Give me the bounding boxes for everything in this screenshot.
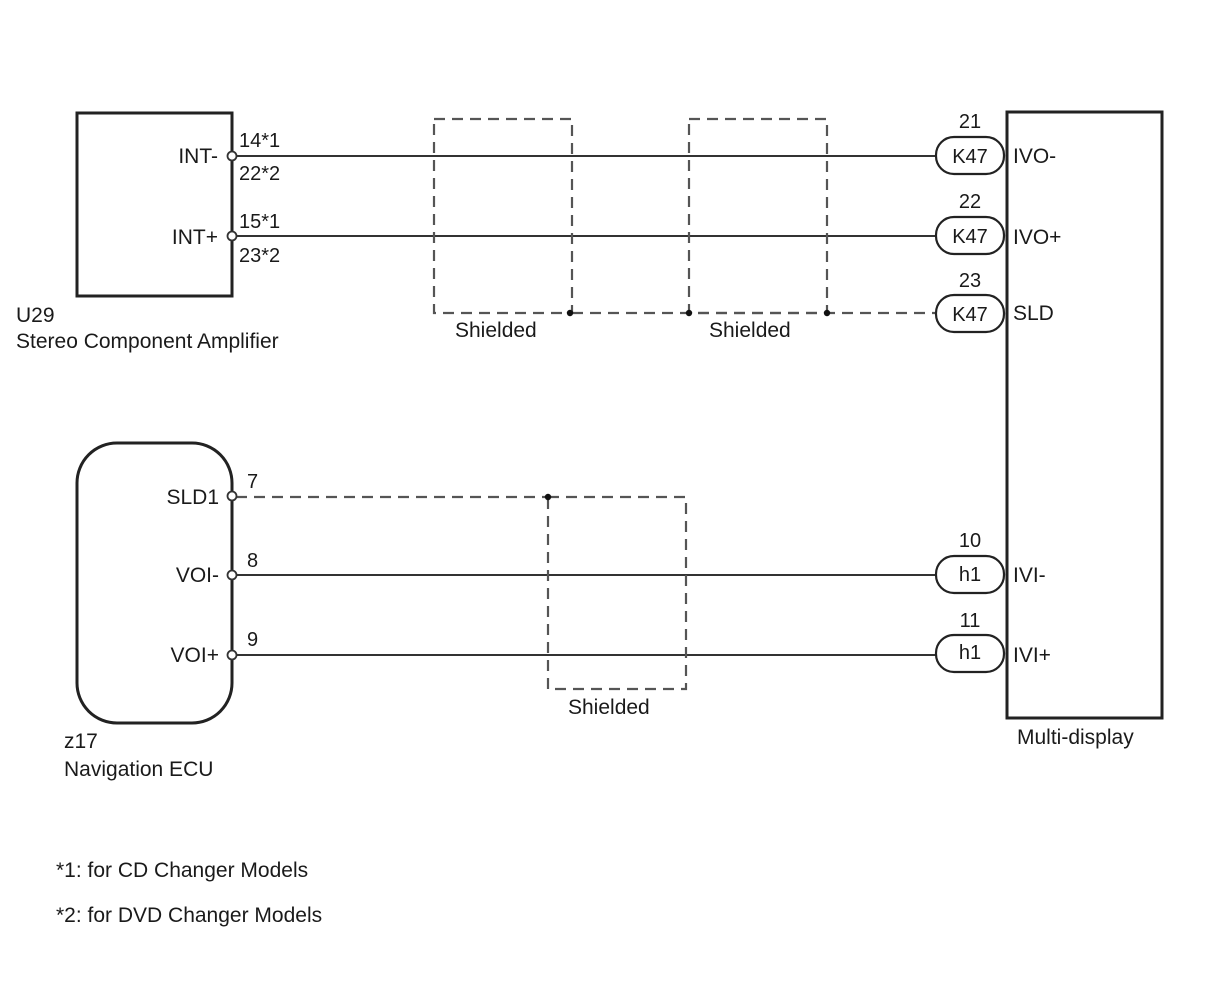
- amplifier-pin-number-14: 14*1: [239, 130, 280, 152]
- connector-capsule: [934, 215, 1006, 256]
- amplifier-pin-number-15: 15*1: [239, 211, 280, 233]
- connector-code: K47: [952, 146, 988, 168]
- connector-code: K47: [952, 226, 988, 248]
- display-connector-ivo-plus: 22 K47 IVO+: [934, 191, 1061, 256]
- connector-capsule: [934, 135, 1006, 176]
- display-pin-label-sld: SLD: [1013, 302, 1054, 325]
- shield-junction-dot-1: [566, 309, 574, 317]
- navigation-pin-label-voi-minus: VOI-: [176, 564, 219, 587]
- display-pin-number-21: 21: [959, 111, 981, 133]
- display-pin-number-22: 22: [959, 191, 981, 213]
- navigation-pin-number-7: 7: [247, 471, 258, 493]
- display-pin-number-23: 23: [959, 270, 981, 292]
- shield-box-upper-left: [432, 117, 574, 315]
- navigation-box: [75, 441, 234, 725]
- terminal-sld1: [226, 490, 238, 502]
- display-pin-number-11: 11: [960, 610, 981, 632]
- navigation-name: Navigation ECU: [64, 758, 213, 781]
- shield-label-lower: Shielded: [568, 696, 650, 719]
- amplifier-pin-number-23: 23*2: [239, 245, 280, 267]
- terminal-voi-plus: [226, 649, 238, 661]
- amplifier-box: [75, 111, 234, 298]
- amplifier-name: Stereo Component Amplifier: [16, 330, 279, 353]
- connector-capsule: [934, 633, 1006, 674]
- navigation-pin-number-9: 9: [247, 629, 258, 651]
- display-pin-label-ivi-minus: IVI-: [1013, 564, 1046, 587]
- terminal-int-plus: [226, 230, 238, 242]
- terminal-int-minus: [226, 150, 238, 162]
- display-pin-label-ivi-plus: IVI+: [1013, 644, 1051, 667]
- navigation-pin-number-8: 8: [247, 550, 258, 572]
- amplifier-pin-number-22: 22*2: [239, 163, 280, 185]
- shield-label-upper-left: Shielded: [455, 319, 537, 342]
- amplifier-pin-label-int-minus: INT-: [178, 145, 218, 168]
- connector-capsule: [934, 293, 1006, 334]
- connector-code: h1: [959, 564, 981, 586]
- display-name: Multi-display: [1017, 726, 1134, 749]
- display-pin-number-10: 10: [959, 530, 981, 552]
- amplifier-pin-label-int-plus: INT+: [172, 226, 218, 249]
- navigation-pin-label-sld1: SLD1: [166, 486, 219, 509]
- connector-code: h1: [959, 642, 981, 664]
- shield-box-lower: [546, 495, 688, 691]
- display-connector-ivi-plus: 11 h1 IVI+: [934, 610, 1051, 674]
- note-cd-changer: *1: for CD Changer Models: [56, 859, 308, 882]
- display-connector-ivo-minus: 21 K47 IVO-: [934, 111, 1056, 176]
- shield-label-upper-right: Shielded: [709, 319, 791, 342]
- note-dvd-changer: *2: for DVD Changer Models: [56, 904, 322, 927]
- terminal-voi-minus: [226, 569, 238, 581]
- connector-capsule: [934, 554, 1006, 595]
- shield-junction-dot-3: [823, 309, 831, 317]
- navigation-pin-label-voi-plus: VOI+: [171, 644, 219, 667]
- shield-junction-dot-4: [544, 493, 552, 501]
- shield-junction-dot-2: [685, 309, 693, 317]
- display-connector-sld: 23 K47 SLD: [934, 270, 1054, 334]
- display-pin-label-ivo-minus: IVO-: [1013, 145, 1056, 168]
- display-box: [1005, 110, 1164, 720]
- shield-box-upper-right: [687, 117, 829, 315]
- display-connector-ivi-minus: 10 h1 IVI-: [934, 530, 1046, 595]
- navigation-code: z17: [64, 730, 98, 753]
- amplifier-code: U29: [16, 304, 55, 327]
- connector-code: K47: [952, 304, 988, 326]
- display-pin-label-ivo-plus: IVO+: [1013, 226, 1061, 249]
